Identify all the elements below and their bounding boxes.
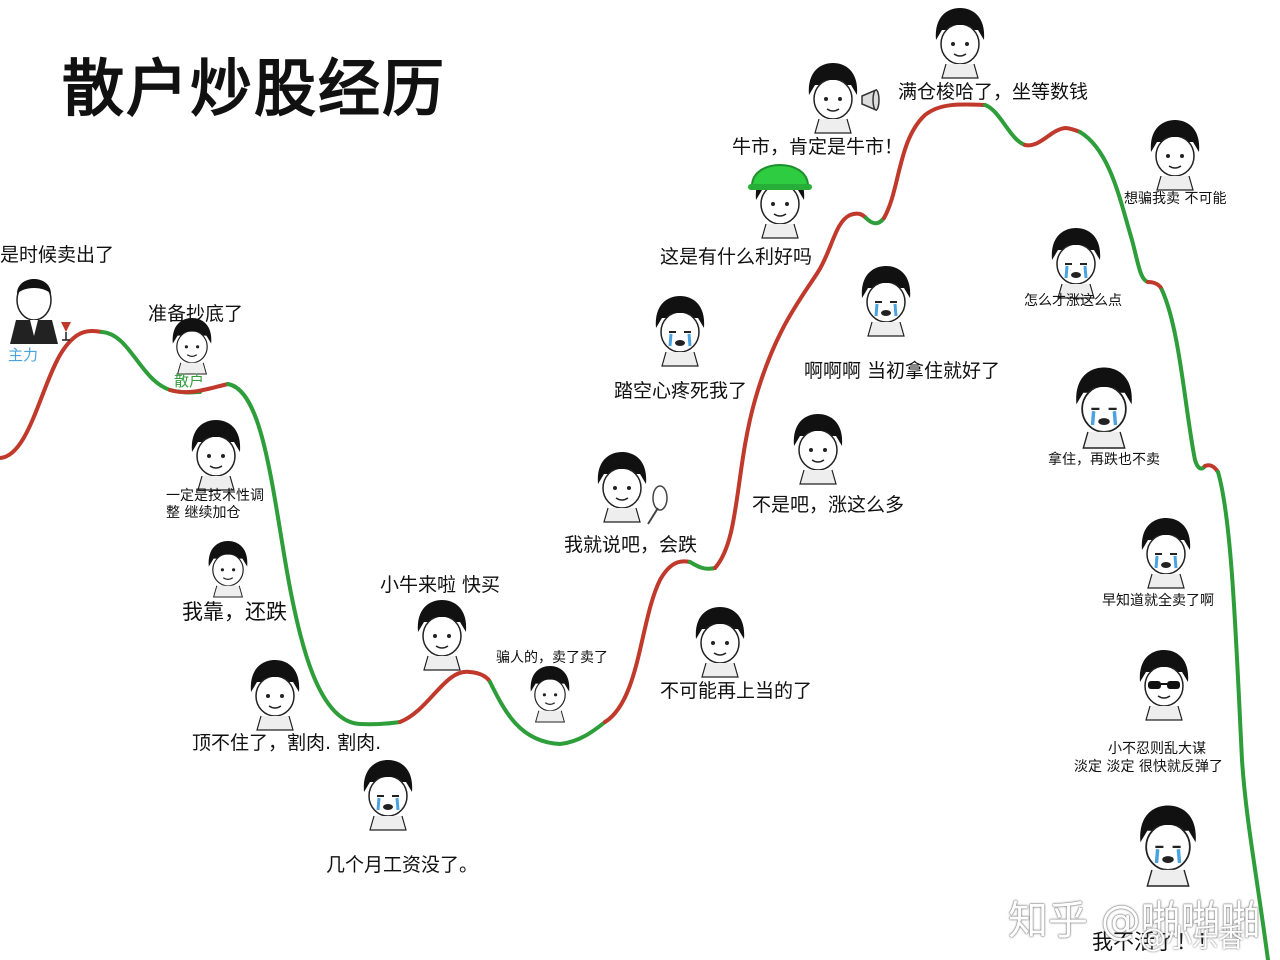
curve-fall-3: [488, 680, 607, 746]
curve-fall-2: [226, 382, 402, 727]
caption-should-sold: 早知道就全卖了啊: [1102, 593, 1214, 609]
caption-good-news: 这是有什么利好吗: [660, 246, 813, 268]
page-title: 散户炒股经历: [62, 52, 447, 125]
caption-rose-so-much: 不是吧，涨这么多: [752, 494, 905, 516]
watermark-weibo: @小乐香: [1140, 924, 1245, 954]
sunglasses-icon: [1148, 681, 1180, 689]
curve-rise-5: [713, 211, 868, 570]
caption-salary-gone: 几个月工资没了。: [326, 854, 479, 876]
curve-rise-7: [1023, 126, 1082, 148]
caption-missed-out: 踏空心疼死我了: [614, 380, 748, 402]
curve-fall-8: [1160, 288, 1207, 471]
tag-zhuli: 主力: [8, 346, 39, 364]
meme-face-icon: [1150, 119, 1200, 191]
caption-wont-sell: 想骗我卖 不可能: [1124, 191, 1227, 207]
meme-face-icon: [654, 294, 706, 368]
curve-rise-6: [882, 102, 987, 220]
caption-buy-dip: 准备抄底了: [148, 303, 244, 325]
caption-adjust-2: 整 继续加仓: [166, 505, 241, 521]
megaphone-icon: [861, 88, 880, 112]
caption-patience-1: 小不忍则乱大谋: [1108, 741, 1206, 757]
caption-small-bull: 小牛来啦 快买: [380, 574, 501, 596]
curve-rise-1: [0, 328, 104, 460]
caption-small-rise: 怎么才涨这么点: [1024, 293, 1122, 309]
meme-face-icon: [808, 62, 858, 134]
curve-rise-2: [168, 382, 230, 395]
caption-sell-time: 是时候卖出了: [0, 244, 115, 266]
curve-rise-4: [603, 559, 692, 724]
helmet-icon: [748, 164, 812, 190]
meme-face-icon: [530, 665, 570, 723]
curve-rise-8: [1146, 280, 1164, 292]
meme-face-icon: [793, 413, 843, 485]
caption-fake-sell: 骗人的，卖了卖了: [496, 650, 608, 666]
caption-hold-on: 拿住，再跌也不卖: [1048, 452, 1160, 468]
curve-fall-4: [688, 560, 717, 571]
caption-patience-2: 淡定 淡定 很快就反弹了: [1074, 759, 1223, 775]
caption-all-in: 满仓梭哈了，坐等数钱: [898, 81, 1089, 103]
meme-face-icon: [860, 264, 912, 338]
meme-face-icon: [1074, 365, 1134, 450]
caption-told-you: 我就说吧，会跌: [564, 534, 698, 556]
meme-face-icon: [250, 659, 300, 731]
caption-still-falling: 我靠，还跌: [182, 600, 287, 624]
caption-bull-market: 牛市，肯定是牛市！: [732, 136, 904, 158]
caption-adjust-1: 一定是技术性调: [166, 488, 264, 504]
meme-face-icon: [362, 758, 414, 832]
character-zhuli: [10, 279, 58, 344]
caption-give-up: 我不活了！！: [1092, 930, 1218, 954]
wine-glass-icon: [61, 322, 71, 341]
meme-face-icon: [208, 540, 248, 598]
curve-rise-3: [398, 669, 492, 724]
price-curve: [0, 102, 1270, 960]
meme-face-icon: [695, 606, 745, 678]
curve-fall-5: [864, 216, 886, 226]
meme-face-icon: [1140, 516, 1192, 590]
curve-rise-9: [1203, 463, 1220, 474]
tag-sanhu: 散户: [174, 372, 205, 390]
meme-face-icon: [191, 419, 241, 491]
curve-fall-9: [1216, 470, 1270, 960]
meme-face-icon: [597, 451, 647, 523]
curve-fall-6: [983, 103, 1027, 147]
meme-face-icon: [935, 7, 985, 79]
meme-face-icon: [1050, 226, 1102, 300]
watermark-zhihu: 知乎 @啪啪啪: [1008, 898, 1261, 944]
caption-cut-loss: 顶不住了，割肉. 割肉.: [192, 732, 382, 754]
curve-fall-7: [1078, 130, 1150, 284]
meme-face-icon: [1138, 803, 1198, 888]
meme-face-icon: [172, 317, 212, 375]
caption-not-fooled: 不可能再上当的了: [660, 680, 813, 702]
meme-face-icon: [417, 599, 467, 671]
caption-should-hold: 啊啊啊 当初拿住就好了: [804, 360, 1001, 382]
whisk-icon: [647, 485, 668, 525]
